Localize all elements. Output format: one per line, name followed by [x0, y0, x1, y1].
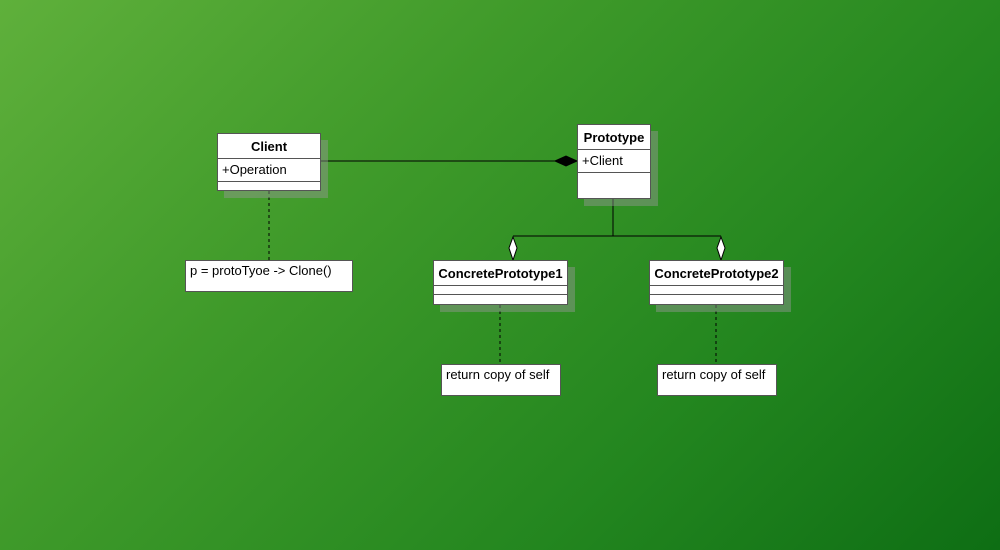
concrete-prototype2-class-name: ConcretePrototype2 [650, 261, 783, 286]
prototype-class-box[interactable]: Prototype +Client [577, 124, 651, 199]
concrete-prototype2-section-1 [650, 286, 783, 295]
concrete-prototype2-note[interactable]: return copy of self [657, 364, 777, 396]
client-empty-section [218, 182, 320, 190]
concrete-prototype1-section-2 [434, 295, 567, 304]
concrete-prototype2-section-2 [650, 295, 783, 304]
prototype-attributes: +Client [578, 150, 650, 173]
concrete-prototype1-note[interactable]: return copy of self [441, 364, 561, 396]
concrete-prototype1-class-box[interactable]: ConcretePrototype1 [433, 260, 568, 305]
client-operations: +Operation [218, 159, 320, 182]
prototype-empty-section [578, 173, 650, 198]
aggregation-diamond-concrete1 [508, 235, 518, 262]
client-class-name: Client [218, 134, 320, 159]
concrete-prototype1-section-1 [434, 286, 567, 295]
composition-diamond [553, 155, 579, 167]
concrete-prototype1-class-name: ConcretePrototype1 [434, 261, 567, 286]
client-note[interactable]: p = protoTyoe -> Clone() [185, 260, 353, 292]
client-class-box[interactable]: Client +Operation [217, 133, 321, 191]
concrete-prototype2-class-box[interactable]: ConcretePrototype2 [649, 260, 784, 305]
aggregation-diamond-concrete2 [716, 235, 726, 262]
prototype-class-name: Prototype [578, 125, 650, 150]
